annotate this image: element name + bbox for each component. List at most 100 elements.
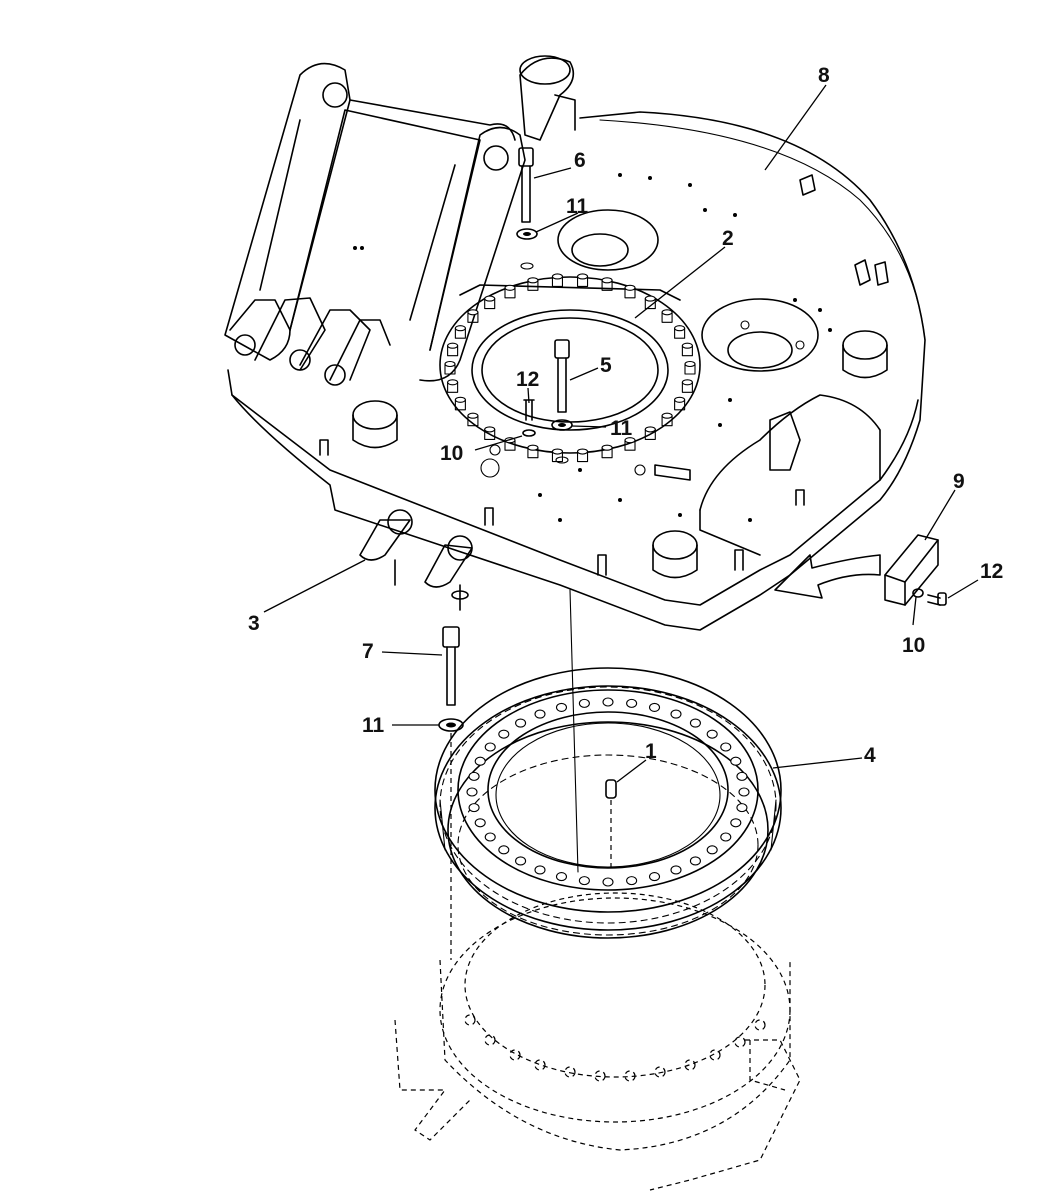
frame-holes <box>353 173 832 522</box>
callout-12-mid: 12 <box>516 368 539 391</box>
slewing-ring <box>434 667 782 939</box>
callout-6: 6 <box>574 149 586 172</box>
ring-bolt-hole <box>498 729 510 739</box>
ring-bolt-hole <box>730 818 742 828</box>
callout-11-bottom: 11 <box>362 714 385 737</box>
ring-bolt-hole <box>468 803 480 813</box>
alignment-line <box>569 589 579 873</box>
callout-5: 5 <box>600 354 612 377</box>
ring-bolt-hole <box>555 702 568 712</box>
ring-bolt-hole <box>484 742 496 752</box>
frame-bolt-head <box>661 412 673 427</box>
upper-frame <box>224 55 926 631</box>
bolt-7 <box>438 626 464 960</box>
frame-bolt-head <box>644 426 656 440</box>
ring-bolt-hole <box>670 709 682 719</box>
direction-arrow <box>774 554 881 599</box>
frame-bolt-head <box>484 295 496 310</box>
ring-bolt-hole <box>626 698 638 708</box>
ring-bolt-hole <box>720 742 732 752</box>
ring-bolt-hole <box>602 697 614 707</box>
frame-bolt-head <box>527 444 539 459</box>
ring-bolt-hole <box>534 709 546 719</box>
ring-bolt-hole <box>706 729 718 739</box>
ring-bolt-hole <box>466 787 478 797</box>
frame-bolt-head <box>624 437 636 451</box>
ring-bolt-hole <box>474 756 486 766</box>
callout-1: 1 <box>645 740 657 763</box>
ring-bolt-hole <box>555 872 568 882</box>
leader-lines <box>263 84 979 783</box>
frame-bolt-head <box>576 448 589 463</box>
frame-bolt-head <box>624 284 636 299</box>
frame-bolt-head <box>444 360 456 375</box>
ring-bolt-hole <box>670 865 682 875</box>
callouts: 8 6 11 2 5 12 11 10 9 12 3 10 7 11 1 4 <box>248 64 1003 767</box>
frame-bolt-head <box>454 325 466 339</box>
ring-bolt-hole <box>689 718 701 728</box>
callout-4: 4 <box>864 744 876 767</box>
frame-bolt-head <box>447 342 459 357</box>
frame-bolt-head <box>684 360 696 375</box>
callout-11-top: 11 <box>566 195 589 218</box>
callout-11-mid: 11 <box>610 417 633 440</box>
bosses <box>352 330 888 579</box>
ring-bolt-hole <box>515 856 527 866</box>
callout-8: 8 <box>818 64 830 87</box>
frame-bolt-head <box>447 379 459 393</box>
frame-bolt-head <box>551 448 564 463</box>
frame-bolt-head <box>681 342 693 357</box>
frame-bolt-head <box>467 412 479 427</box>
frame-bolt-head <box>454 396 466 411</box>
frame-bolt-head <box>467 309 479 323</box>
ring-bolt-hole <box>578 698 590 708</box>
ring-bolt-hole <box>602 877 614 887</box>
ring-bolt-hole <box>689 856 701 866</box>
frame-bolt-head <box>576 273 589 288</box>
pin-1 <box>605 779 617 872</box>
frame-bolt-head <box>674 396 686 411</box>
ring-bolt-hole <box>730 756 742 766</box>
frame-bolt-head <box>674 325 686 339</box>
ring-bolt-hole <box>534 865 546 875</box>
ring-bolt-hole <box>498 845 510 855</box>
ring-bolt-holes <box>466 697 750 887</box>
frame-bolt-head <box>681 379 693 393</box>
ring-bolt-hole <box>648 872 661 882</box>
frame-bolt-head <box>527 277 539 291</box>
ring-bolt-hole <box>626 876 638 886</box>
frame-bolt-head <box>644 295 656 310</box>
frame-bolt-head <box>504 284 516 299</box>
callout-10-mid: 10 <box>440 442 463 465</box>
undercarriage-dashed <box>394 892 801 1191</box>
cover-plate <box>884 534 939 606</box>
ring-bolt-hole <box>484 832 496 842</box>
frame-bolt-circle <box>444 273 696 463</box>
callout-12-right: 12 <box>980 560 1003 583</box>
ring-bolt-hole <box>515 718 527 728</box>
ring-bolt-hole <box>736 803 748 813</box>
ring-bolt-hole <box>706 845 718 855</box>
ring-bolt-hole <box>738 787 750 797</box>
callout-2: 2 <box>722 227 734 250</box>
ring-bolt-hole <box>720 832 732 842</box>
ring-bolt-hole <box>474 818 486 828</box>
frame-bolt-head <box>601 277 613 291</box>
frame-bolt-head <box>551 273 564 288</box>
ring-bolt-hole <box>578 876 590 886</box>
undercarriage-bolt-holes <box>464 1014 766 1082</box>
ring-bolt-hole <box>648 702 661 712</box>
callout-3: 3 <box>248 612 260 635</box>
bolt-5 <box>551 339 573 464</box>
frame-bolt-head <box>484 426 496 440</box>
ring-bolt-hole <box>468 771 480 781</box>
front-lugs <box>359 509 473 611</box>
screw-12-washer-10 <box>912 588 947 606</box>
bolt-6 <box>516 147 538 270</box>
callout-7: 7 <box>362 640 374 663</box>
ring-bolt-hole <box>736 771 748 781</box>
frame-bolt-head <box>661 309 673 323</box>
frame-bolt-head <box>601 444 613 459</box>
callout-10-right: 10 <box>902 634 925 657</box>
